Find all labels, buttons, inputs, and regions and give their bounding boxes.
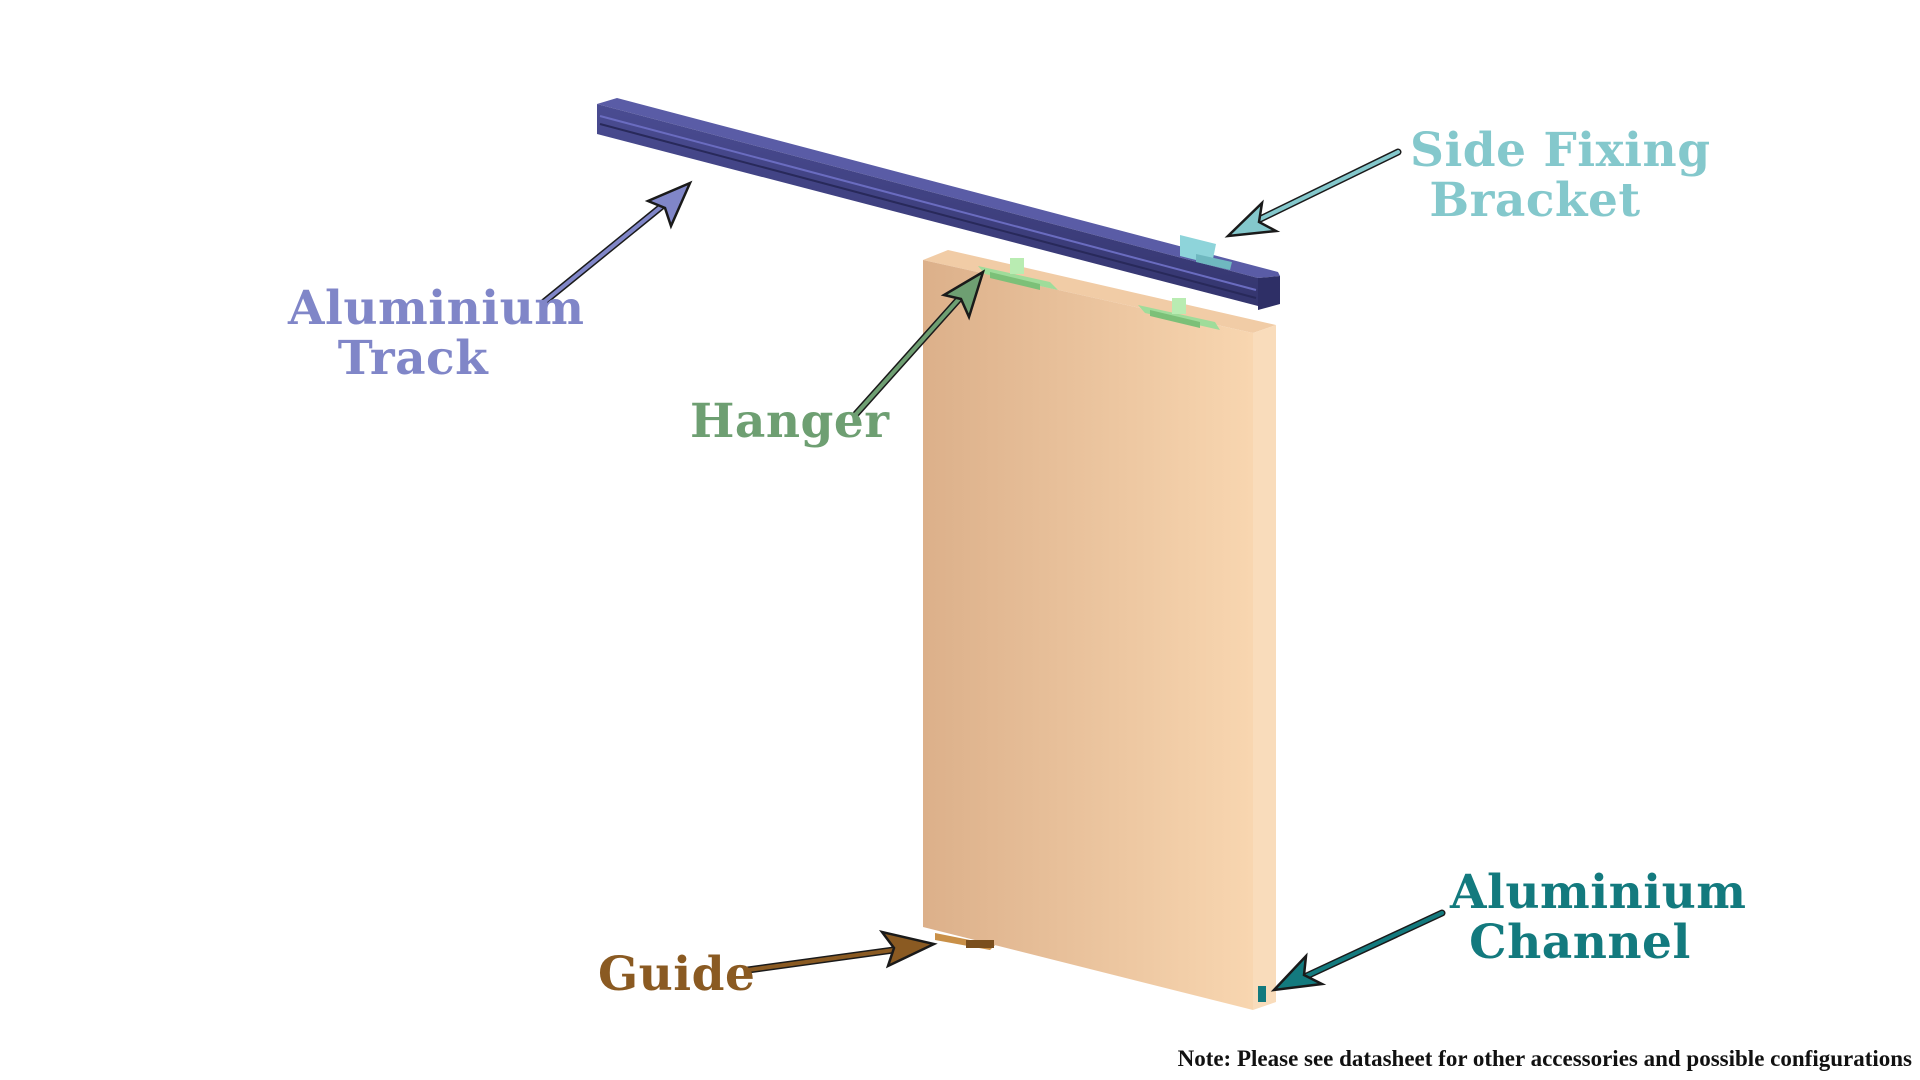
guide-arrow bbox=[744, 930, 938, 974]
door-side-edge bbox=[1253, 325, 1276, 1010]
label-side-fixing-bracket: Side Fixing Bracket bbox=[1410, 123, 1711, 228]
hanger-arrow bbox=[852, 269, 986, 418]
label-hanger-text: Hanger bbox=[690, 394, 890, 449]
label-side-fixing-bracket-line1: Side Fixing bbox=[1410, 123, 1711, 178]
bracket-arrow bbox=[1224, 148, 1402, 238]
label-side-fixing-bracket-line2: Bracket bbox=[1429, 173, 1641, 228]
channel-part bbox=[1258, 986, 1266, 1002]
guide-part bbox=[935, 933, 995, 950]
label-hanger: Hanger bbox=[690, 394, 890, 449]
track-arrow bbox=[540, 180, 693, 306]
footnote: Note: Please see datasheet for other acc… bbox=[1177, 1046, 1912, 1071]
door-panel bbox=[923, 250, 1276, 1010]
aluminium-track bbox=[597, 98, 1280, 310]
label-aluminium-channel-line2: Channel bbox=[1469, 915, 1691, 970]
label-aluminium-track: Aluminium Track bbox=[288, 281, 585, 386]
label-guide-text: Guide bbox=[598, 947, 756, 1002]
label-guide: Guide bbox=[598, 947, 756, 1002]
label-aluminium-track-line2: Track bbox=[337, 331, 489, 386]
label-aluminium-track-line1: Aluminium bbox=[288, 281, 585, 336]
label-aluminium-channel-line1: Aluminium bbox=[1450, 865, 1747, 920]
channel-arrow bbox=[1270, 909, 1446, 992]
label-aluminium-channel: Aluminium Channel bbox=[1450, 865, 1747, 970]
track-end bbox=[1258, 276, 1280, 310]
door-face bbox=[923, 260, 1253, 1010]
track-top bbox=[597, 98, 1280, 278]
hanger-left bbox=[978, 258, 1058, 290]
side-fixing-bracket bbox=[1180, 235, 1232, 270]
hanger-right bbox=[1138, 298, 1220, 330]
